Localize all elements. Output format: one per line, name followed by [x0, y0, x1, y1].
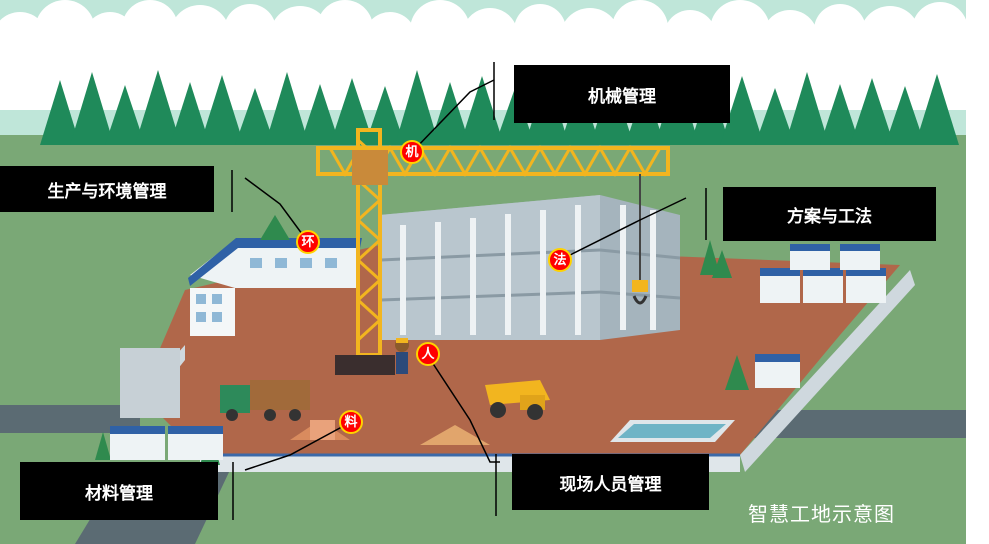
- right-margin: [966, 0, 989, 544]
- leader-lines: [231, 62, 707, 520]
- right-wall: [740, 270, 915, 472]
- people-marker: 人: [416, 342, 440, 366]
- site-office: [188, 238, 362, 336]
- diagram-caption: 智慧工地示意图: [748, 502, 895, 526]
- site-ground: [140, 245, 900, 455]
- material-marker: 料: [339, 410, 363, 434]
- worker-figure: [395, 338, 409, 374]
- prefab-houses: [755, 244, 886, 388]
- machine-marker: 机: [400, 140, 424, 164]
- machinery-management-label: 机械管理: [514, 65, 730, 123]
- environment-marker: 环: [296, 230, 320, 254]
- building-frame: [379, 195, 681, 340]
- production-environment-label: 生产与环境管理: [0, 166, 214, 212]
- containers: [110, 348, 223, 460]
- clouds: [0, 0, 968, 110]
- tower-crane: [316, 128, 670, 375]
- personnel-management-label: 现场人员管理: [512, 454, 709, 510]
- timber-truck: [220, 380, 310, 421]
- dump-truck: [485, 380, 550, 420]
- method-marker: 法: [548, 248, 572, 272]
- plan-method-label: 方案与工法: [723, 187, 936, 241]
- materials-management-label: 材料管理: [20, 462, 218, 520]
